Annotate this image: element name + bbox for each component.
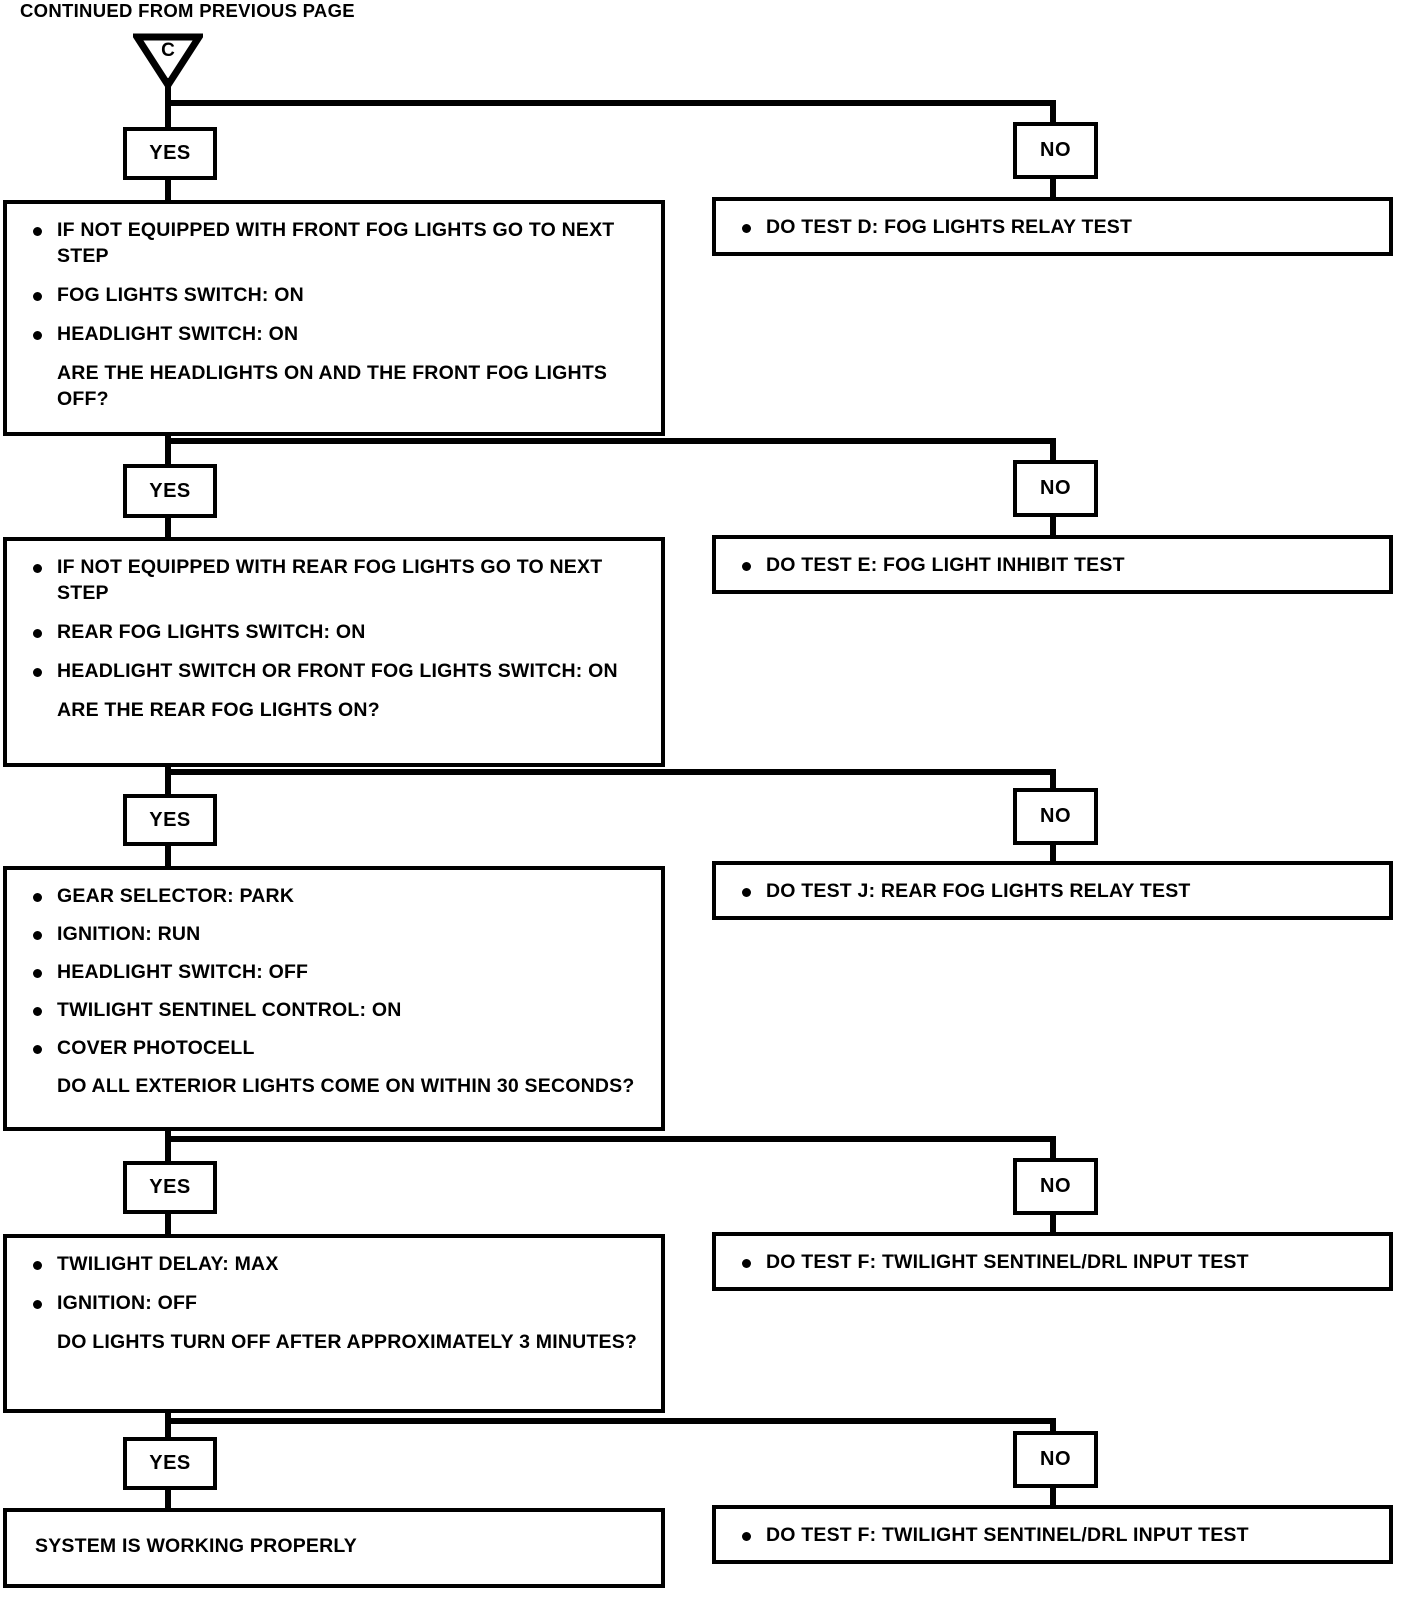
list-item: IGNITION: RUN	[25, 922, 643, 948]
branch-drop-yes-3	[165, 769, 171, 801]
branch-drop-no-3	[1050, 769, 1056, 791]
yes-label-1: YES	[149, 142, 191, 164]
list-item: IF NOT EQUIPPED WITH REAR FOG LIGHTS GO …	[25, 555, 643, 607]
yes-bullet-list-2: IF NOT EQUIPPED WITH REAR FOG LIGHTS GO …	[25, 555, 643, 724]
branch-drop-yes-1	[165, 100, 171, 127]
connector-stem-1	[165, 78, 171, 110]
yes-label-3: YES	[149, 808, 191, 831]
list-item: IGNITION: OFF	[25, 1291, 643, 1317]
no-stem-5	[1050, 1486, 1056, 1508]
list-item: TWILIGHT DELAY: MAX	[25, 1252, 643, 1278]
terminal-text: SYSTEM IS WORKING PROPERLY	[35, 1535, 357, 1557]
yes-bullet-list-4: TWILIGHT DELAY: MAX IGNITION: OFF DO LIG…	[25, 1252, 643, 1356]
branch-line-4	[165, 1136, 1056, 1142]
yes-content-box-4: TWILIGHT DELAY: MAX IGNITION: OFF DO LIG…	[3, 1234, 665, 1413]
list-item: DO TEST J: REAR FOG LIGHTS RELAY TEST	[734, 879, 1371, 905]
yes-stem-5	[165, 1488, 171, 1512]
yes-box-5[interactable]: YES	[123, 1437, 217, 1490]
no-label-4: NO	[1040, 1175, 1071, 1197]
question-text: DO ALL EXTERIOR LIGHTS COME ON WITHIN 30…	[57, 1074, 635, 1097]
no-label-5: NO	[1040, 1448, 1071, 1470]
yes-content-box-2: IF NOT EQUIPPED WITH REAR FOG LIGHTS GO …	[3, 537, 665, 767]
no-box-1[interactable]: NO	[1013, 122, 1098, 179]
branch-drop-yes-2	[165, 438, 171, 470]
yes-label-4: YES	[149, 1176, 191, 1198]
branch-drop-no-5	[1050, 1418, 1056, 1442]
no-stem-4	[1050, 1213, 1056, 1235]
yes-stem-2	[165, 516, 171, 540]
no-box-4[interactable]: NO	[1013, 1158, 1098, 1215]
no-label-1: NO	[1040, 139, 1071, 161]
branch-line-3	[165, 769, 1056, 775]
branch-drop-yes-4	[165, 1136, 171, 1168]
question-text: ARE THE REAR FOG LIGHTS ON?	[57, 698, 380, 721]
page-connector-c: C	[133, 33, 203, 89]
list-item: GEAR SELECTOR: PARK	[25, 884, 643, 910]
no-label-3: NO	[1040, 805, 1071, 827]
connector-label: C	[161, 40, 175, 61]
list-item: FOG LIGHTS SWITCH: ON	[25, 283, 643, 309]
list-item: DO TEST D: FOG LIGHTS RELAY TEST	[734, 215, 1371, 241]
no-stem-1	[1050, 177, 1056, 197]
list-item: DO TEST F: TWILIGHT SENTINEL/DRL INPUT T…	[734, 1250, 1371, 1276]
no-content-box-5: DO TEST F: TWILIGHT SENTINEL/DRL INPUT T…	[712, 1505, 1393, 1564]
no-content-box-4: DO TEST F: TWILIGHT SENTINEL/DRL INPUT T…	[712, 1232, 1393, 1291]
branch-drop-yes-5	[165, 1418, 171, 1450]
question-text: DO LIGHTS TURN OFF AFTER APPROXIMATELY 3…	[57, 1330, 638, 1353]
no-stem-2	[1050, 515, 1056, 537]
list-item: DO TEST E: FOG LIGHT INHIBIT TEST	[734, 553, 1371, 579]
branch-line-1	[165, 100, 1056, 106]
no-stem-3	[1050, 843, 1056, 863]
yes-content-box-3: GEAR SELECTOR: PARK IGNITION: RUN HEADLI…	[3, 866, 665, 1131]
list-item: HEADLIGHT SWITCH: OFF	[25, 960, 643, 986]
list-item: HEADLIGHT SWITCH: ON	[25, 322, 643, 348]
branch-line-2	[165, 438, 1056, 444]
branch-drop-no-1	[1050, 100, 1056, 123]
no-label-2: NO	[1040, 477, 1071, 499]
yes-box-2[interactable]: YES	[123, 464, 217, 518]
branch-line-5	[165, 1418, 1056, 1424]
yes-label-5: YES	[149, 1452, 191, 1474]
no-bullet-list-4: DO TEST F: TWILIGHT SENTINEL/DRL INPUT T…	[734, 1250, 1371, 1276]
list-item: DO TEST F: TWILIGHT SENTINEL/DRL INPUT T…	[734, 1523, 1371, 1549]
no-box-5[interactable]: NO	[1013, 1431, 1098, 1488]
list-item: TWILIGHT SENTINEL CONTROL: ON	[25, 998, 643, 1024]
no-box-2[interactable]: NO	[1013, 460, 1098, 517]
terminal-list: SYSTEM IS WORKING PROPERLY	[25, 1534, 643, 1560]
yes-box-1[interactable]: YES	[123, 127, 217, 180]
list-item: REAR FOG LIGHTS SWITCH: ON	[25, 620, 643, 646]
no-box-3[interactable]: NO	[1013, 788, 1098, 845]
question-text: ARE THE HEADLIGHTS ON AND THE FRONT FOG …	[57, 361, 608, 410]
no-bullet-list-3: DO TEST J: REAR FOG LIGHTS RELAY TEST	[734, 879, 1371, 905]
yes-bullet-list-3: GEAR SELECTOR: PARK IGNITION: RUN HEADLI…	[25, 884, 643, 1100]
yes-bullet-list-1: IF NOT EQUIPPED WITH FRONT FOG LIGHTS GO…	[25, 218, 643, 413]
yes-stem-1	[165, 178, 171, 202]
list-item: IF NOT EQUIPPED WITH FRONT FOG LIGHTS GO…	[25, 218, 643, 270]
continued-from-previous-page-note: CONTINUED FROM PREVIOUS PAGE	[20, 0, 355, 21]
yes-stem-3	[165, 844, 171, 868]
no-content-box-1: DO TEST D: FOG LIGHTS RELAY TEST	[712, 197, 1393, 256]
no-bullet-list-5: DO TEST F: TWILIGHT SENTINEL/DRL INPUT T…	[734, 1523, 1371, 1549]
no-content-box-2: DO TEST E: FOG LIGHT INHIBIT TEST	[712, 535, 1393, 594]
yes-content-box-1: IF NOT EQUIPPED WITH FRONT FOG LIGHTS GO…	[3, 200, 665, 436]
terminal-result-box: SYSTEM IS WORKING PROPERLY	[3, 1508, 665, 1588]
down-triangle-icon	[133, 33, 203, 89]
branch-drop-no-2	[1050, 438, 1056, 464]
list-item: COVER PHOTOCELL	[25, 1036, 643, 1062]
branch-drop-no-4	[1050, 1136, 1056, 1160]
yes-stem-4	[165, 1212, 171, 1236]
no-bullet-list-2: DO TEST E: FOG LIGHT INHIBIT TEST	[734, 553, 1371, 579]
yes-box-3[interactable]: YES	[123, 794, 217, 846]
no-bullet-list-1: DO TEST D: FOG LIGHTS RELAY TEST	[734, 215, 1371, 241]
yes-box-4[interactable]: YES	[123, 1161, 217, 1214]
yes-label-2: YES	[149, 479, 191, 502]
list-item: HEADLIGHT SWITCH OR FRONT FOG LIGHTS SWI…	[25, 659, 643, 685]
no-content-box-3: DO TEST J: REAR FOG LIGHTS RELAY TEST	[712, 861, 1393, 920]
